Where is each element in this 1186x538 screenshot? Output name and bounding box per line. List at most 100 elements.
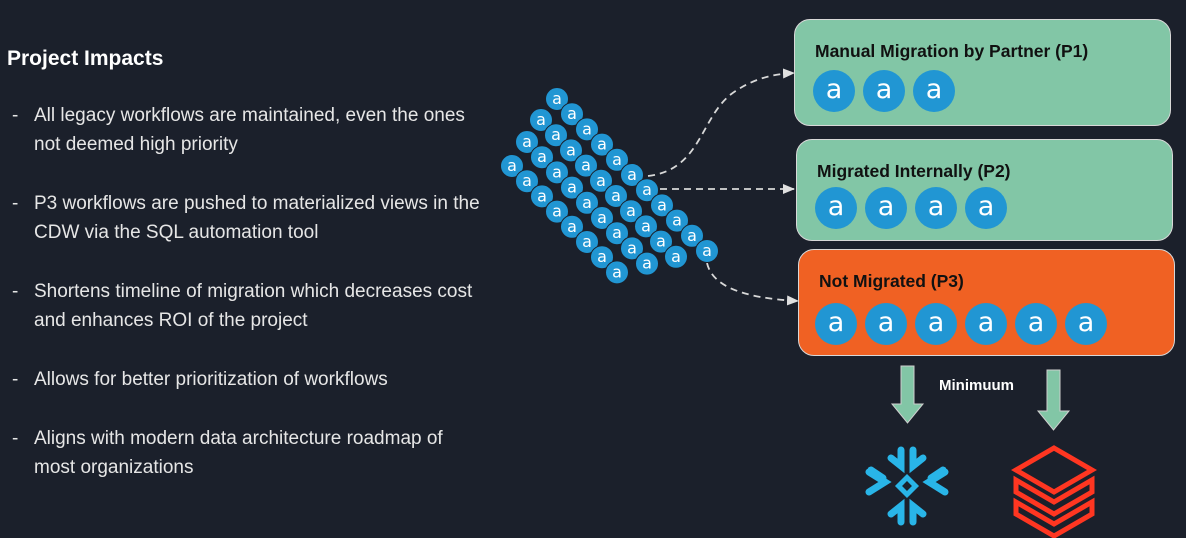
down-arrow-databricks: [1036, 369, 1071, 431]
workflow-icon: a: [605, 147, 629, 172]
workflow-icon: a: [544, 123, 568, 148]
bullet-dash: -: [12, 105, 19, 126]
connector-p1: [647, 68, 795, 177]
svg-text:a: a: [596, 171, 606, 190]
svg-text:a: a: [612, 150, 622, 169]
workflow-icon: a: [559, 138, 583, 163]
snowflake-icon: [865, 446, 949, 526]
workflow-icon: a: [915, 187, 957, 229]
workflow-icon: a: [650, 193, 674, 218]
workflow-icon: a: [665, 208, 689, 233]
svg-text:a: a: [702, 241, 712, 260]
bucket-label: Not Migrated (P3): [819, 271, 964, 291]
section-title: Project Impacts: [7, 47, 164, 70]
bullet-dash: -: [12, 193, 19, 214]
workflow-icon: a: [605, 221, 629, 246]
down-arrow-snowflake: [890, 365, 925, 424]
workflow-icon: a: [664, 244, 688, 269]
workflow-icon: a: [965, 303, 1007, 345]
bullet-item: -Shortens timeline of migration which de…: [12, 277, 482, 335]
svg-text:a: a: [597, 208, 607, 227]
svg-text:a: a: [612, 223, 622, 242]
svg-text:a: a: [597, 247, 607, 266]
workflow-icon: a: [649, 229, 673, 254]
bullet-text: Allows for better prioritization of work…: [34, 369, 388, 390]
bullet-text: P3 workflows are pushed to materialized …: [34, 193, 480, 243]
workflow-icon: a: [1065, 303, 1107, 345]
workflow-icon: a: [560, 175, 584, 200]
connector-p3: [706, 262, 799, 306]
workflow-icon: a: [865, 187, 907, 229]
workflow-icon: a: [560, 102, 584, 127]
workflow-icon: a: [530, 145, 554, 170]
svg-text:a: a: [537, 186, 547, 205]
databricks-icon: [1011, 445, 1097, 538]
svg-text:a: a: [567, 104, 577, 123]
svg-text:a: a: [626, 201, 636, 220]
bucket-label: Manual Migration by Partner (P1): [815, 41, 1089, 61]
workflow-icon: a: [620, 236, 644, 261]
svg-text:a: a: [641, 216, 651, 235]
svg-text:a: a: [567, 178, 577, 197]
workflow-icon: a: [915, 303, 957, 345]
svg-text:a: a: [567, 217, 577, 236]
bullet-dash: -: [12, 428, 19, 449]
workflow-icon: a: [635, 251, 659, 276]
bullet-text: Shortens timeline of migration which dec…: [34, 281, 473, 331]
bullet-item: -Allows for better prioritization of wor…: [12, 365, 482, 394]
svg-text:a: a: [672, 211, 682, 230]
svg-text:a: a: [687, 226, 697, 245]
svg-text:a: a: [582, 232, 592, 251]
workflow-icon: a: [695, 239, 719, 263]
workflow-icon: a: [913, 70, 955, 112]
svg-text:a: a: [657, 195, 667, 214]
workflow-icon: a: [1015, 303, 1057, 345]
workflow-icon: a: [620, 163, 644, 187]
workflow-icon: a: [530, 184, 554, 209]
svg-text:a: a: [552, 89, 562, 108]
workflow-icon: a: [590, 206, 614, 230]
svg-text:a: a: [656, 232, 666, 251]
svg-text:a: a: [522, 132, 532, 151]
bullet-dash: -: [12, 369, 19, 390]
workflow-icon: a: [590, 132, 614, 157]
svg-text:a: a: [537, 147, 547, 166]
svg-text:a: a: [551, 125, 561, 144]
svg-text:a: a: [612, 262, 622, 281]
svg-text:a: a: [671, 247, 681, 266]
workflow-icon: a: [604, 184, 628, 208]
workflow-icon: a: [815, 187, 857, 229]
svg-text:a: a: [582, 193, 592, 212]
workflow-icon: a: [965, 187, 1007, 229]
workflow-icon: a: [863, 70, 905, 112]
workflow-icon: a: [574, 153, 598, 178]
workflow-icon: a: [575, 190, 599, 215]
workflow-icon: a: [515, 130, 539, 154]
svg-text:a: a: [507, 156, 517, 175]
workflow-icon: a: [545, 160, 569, 185]
workflow-icon: a: [813, 70, 855, 112]
workflow-icon: a: [529, 108, 553, 132]
svg-text:a: a: [642, 254, 652, 273]
workflow-icon: a: [635, 178, 659, 203]
svg-text:a: a: [552, 162, 562, 181]
svg-text:a: a: [627, 238, 637, 257]
bullet-item: -P3 workflows are pushed to materialized…: [12, 189, 482, 247]
workflow-icon: a: [634, 214, 658, 239]
workflow-icon: a: [680, 223, 704, 248]
workflow-icon: a: [605, 260, 629, 285]
svg-text:a: a: [566, 140, 576, 159]
workflow-icon: a: [589, 168, 613, 193]
svg-text:a: a: [642, 180, 652, 199]
svg-text:a: a: [552, 202, 562, 221]
svg-text:a: a: [611, 186, 621, 205]
workflow-icon: a: [545, 87, 569, 111]
workflow-icon: a: [865, 303, 907, 345]
